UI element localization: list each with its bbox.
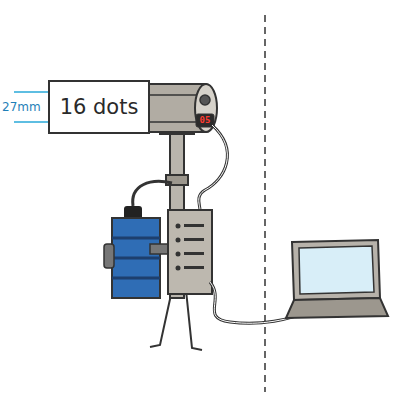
print-label-box: 16 dots	[48, 80, 150, 134]
print-text: 16 dots	[60, 97, 139, 118]
battery-pack	[112, 218, 160, 298]
laptop-screen	[299, 246, 374, 294]
laptop-base	[286, 298, 388, 318]
display	[196, 114, 214, 127]
divider-line	[264, 15, 266, 392]
controller-box	[168, 210, 212, 294]
controller-buttons	[176, 224, 205, 271]
display-readout: 05	[200, 116, 211, 125]
battery-cable	[133, 181, 172, 206]
cable	[199, 125, 228, 210]
lens	[200, 95, 210, 105]
cable	[199, 125, 228, 210]
laptop-lid	[292, 240, 380, 300]
dimension-label: 27mm	[2, 101, 41, 113]
